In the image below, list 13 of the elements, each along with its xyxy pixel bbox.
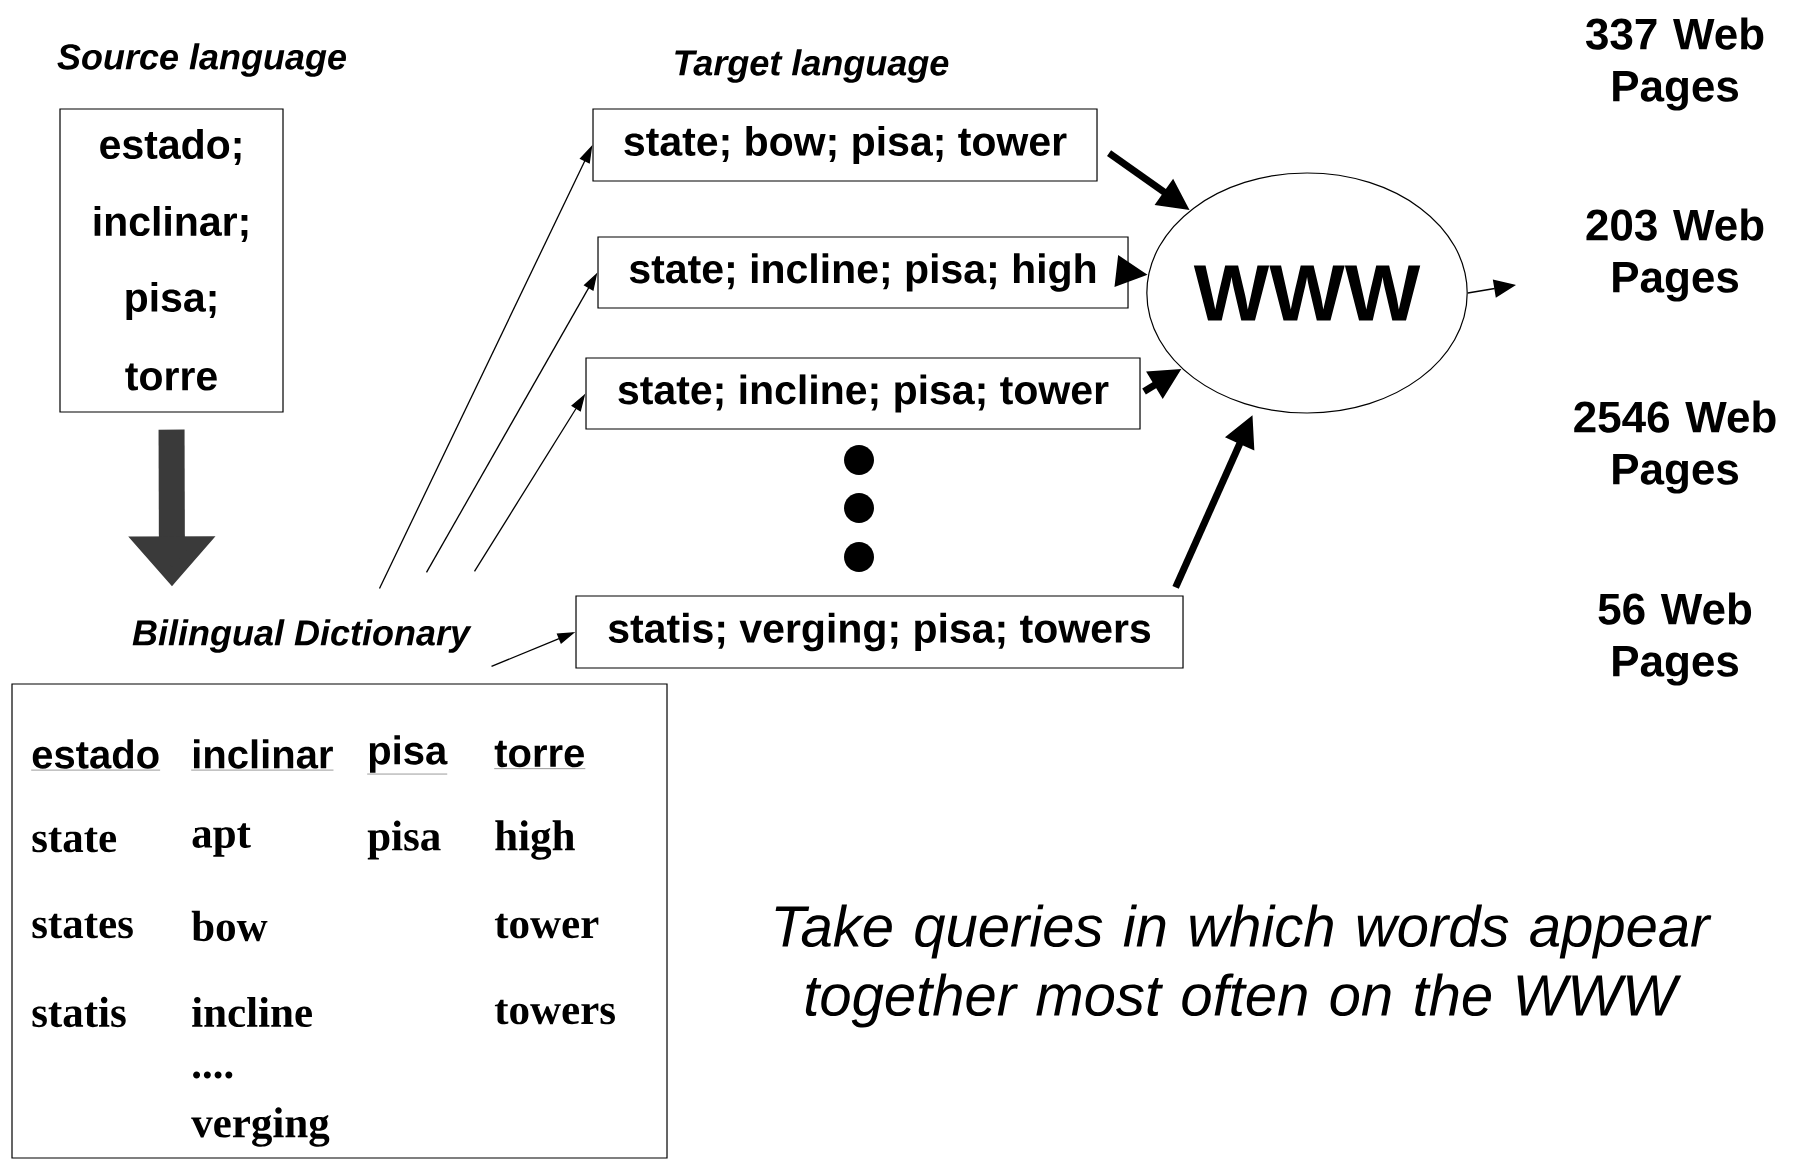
- page-count: 203 Web Pages: [1586, 208, 1764, 302]
- column-heading: Bilingual Dictionary: [132, 619, 472, 653]
- page-count: 56 Web Pages: [1598, 592, 1752, 686]
- word-box: estado; inclinar; pisa; torre: [59, 108, 284, 413]
- column-heading: Source language: [57, 43, 346, 77]
- query-box: statis; verging; pisa; towers: [575, 595, 1184, 669]
- dictionary-box: estado inclinar pisa torre state apt pisa high states bow tower statis incline towers .... verging: [11, 683, 668, 1159]
- caption: Take queries in which words appear together most often on the WWW: [775, 904, 1712, 1028]
- query-box: state; bow; pisa; tower: [592, 108, 1098, 182]
- page-count: 2546 Web Pages: [1574, 400, 1776, 494]
- query-box: state; incline; pisa; high: [597, 236, 1129, 309]
- page-count: 337 Web Pages: [1585, 17, 1764, 111]
- query-box: state; incline; pisa; tower: [585, 357, 1141, 430]
